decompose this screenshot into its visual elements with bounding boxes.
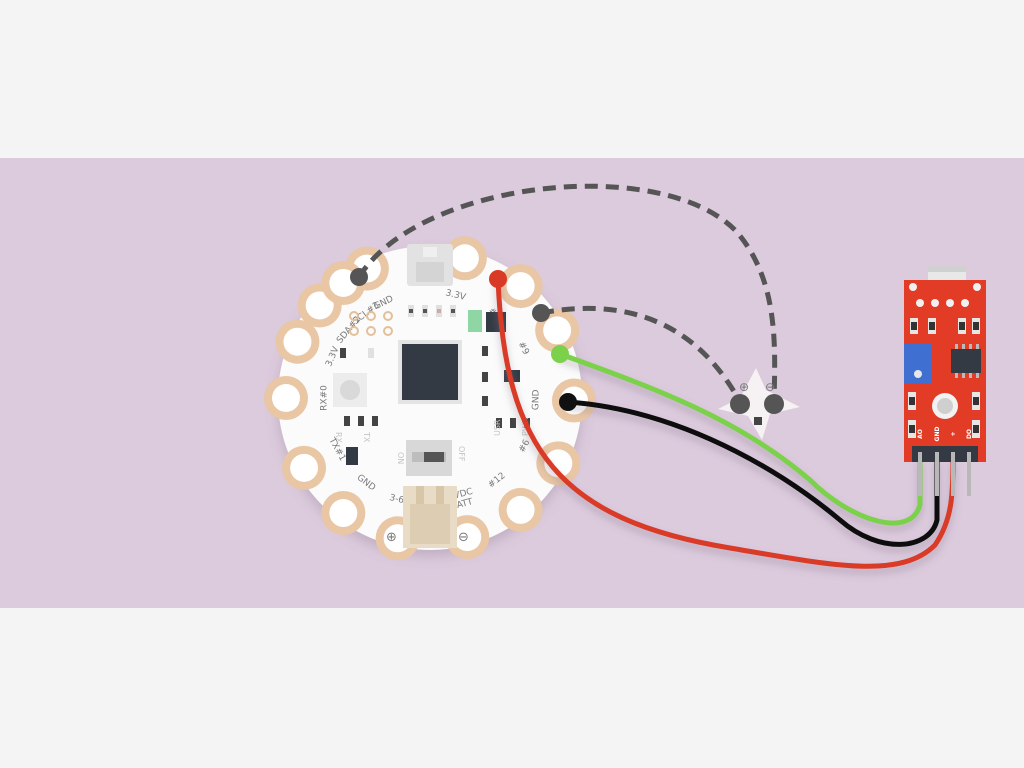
pad-hole bbox=[272, 384, 300, 412]
dashed-wire-10-to-led[interactable] bbox=[540, 305, 743, 404]
pad-hole bbox=[453, 523, 482, 552]
led-pad-plus[interactable] bbox=[730, 394, 750, 414]
led-minus-label: ⊖ bbox=[765, 380, 775, 394]
switch-on-label: ON bbox=[396, 452, 405, 464]
pad-hole bbox=[506, 272, 535, 301]
pin-header bbox=[912, 446, 978, 462]
pad-label: GND bbox=[531, 389, 541, 410]
switch-off-label: OFF bbox=[457, 446, 466, 462]
led-plus-label: ⊕ bbox=[739, 380, 749, 394]
pad-hole bbox=[305, 291, 334, 320]
wire-signal-a0[interactable] bbox=[557, 351, 923, 526]
rx-label: RX bbox=[334, 432, 343, 444]
dashed-wire-gnd-to-led[interactable] bbox=[356, 183, 778, 405]
sensor-pin-label: AO bbox=[917, 429, 924, 439]
usr-label: USR bbox=[493, 419, 502, 436]
sensor-smd-parts bbox=[908, 318, 980, 438]
star-led[interactable]: ⊕ ⊖ bbox=[718, 368, 800, 440]
pad-hole bbox=[506, 495, 535, 524]
wire-end-3v3[interactable] bbox=[489, 270, 507, 288]
tx-label: TX bbox=[362, 431, 371, 443]
status-led bbox=[468, 310, 482, 332]
pad-hole bbox=[329, 499, 358, 528]
pad-hole bbox=[290, 453, 319, 482]
pad-hole bbox=[543, 316, 572, 345]
wire-endpoints bbox=[350, 268, 577, 411]
pad-hole bbox=[283, 327, 312, 356]
sensor-pin-label: + bbox=[950, 431, 957, 436]
wire-end-10[interactable] bbox=[532, 304, 550, 322]
battery-minus-label: ⊖ bbox=[458, 530, 469, 545]
sensor-pin-label: DO bbox=[966, 429, 973, 439]
board-details bbox=[333, 244, 530, 548]
led-star-body bbox=[718, 368, 800, 440]
sensor-pin-ao[interactable] bbox=[918, 452, 922, 496]
sensor-pin-label: GND bbox=[934, 427, 941, 442]
comparator-ic bbox=[951, 349, 981, 373]
wire-ground[interactable] bbox=[565, 399, 940, 547]
sensor-pin-gnd[interactable] bbox=[935, 452, 939, 496]
via-holes bbox=[349, 311, 393, 336]
battery-plus-label: ⊕ bbox=[386, 530, 397, 545]
sensor-pin-plus[interactable] bbox=[951, 452, 955, 496]
wire-end-gnd-dashed[interactable] bbox=[350, 268, 368, 286]
wire-end-9[interactable] bbox=[551, 345, 569, 363]
pad-hole bbox=[544, 449, 573, 478]
wire-power-3v3[interactable] bbox=[495, 276, 956, 569]
led-pad-minus[interactable] bbox=[764, 394, 784, 414]
wire-end-gnd[interactable] bbox=[559, 393, 577, 411]
pad-label: RX#0 bbox=[320, 385, 330, 411]
sensor-pin-do[interactable] bbox=[967, 452, 971, 496]
pad-hole bbox=[450, 244, 479, 273]
sound-sensor-module[interactable]: AO GND + DO bbox=[904, 266, 986, 496]
